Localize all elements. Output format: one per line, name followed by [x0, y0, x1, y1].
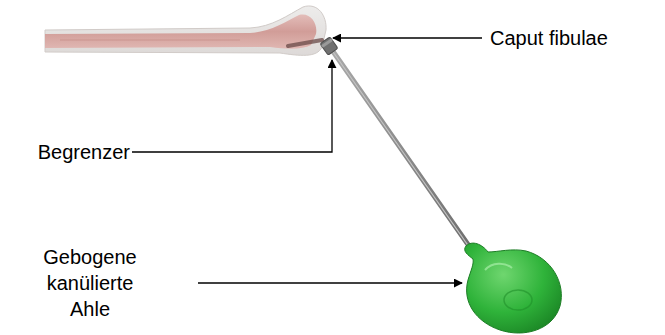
part-label: Gebogene kanülierte Ahle — [25, 244, 155, 322]
awl-shaft-highlight — [331, 49, 474, 254]
leader-lines — [132, 38, 482, 283]
limiter — [320, 37, 338, 55]
awl-shaft — [332, 50, 476, 256]
leader-begrenzer — [132, 60, 332, 152]
part-label: Begrenzer — [8, 139, 130, 165]
part-label: Caput fibulae — [490, 25, 660, 51]
leader-caput — [333, 37, 482, 38]
fibula-bone — [45, 6, 326, 55]
awl-handle — [465, 243, 562, 333]
leader-ahle — [198, 282, 462, 283]
